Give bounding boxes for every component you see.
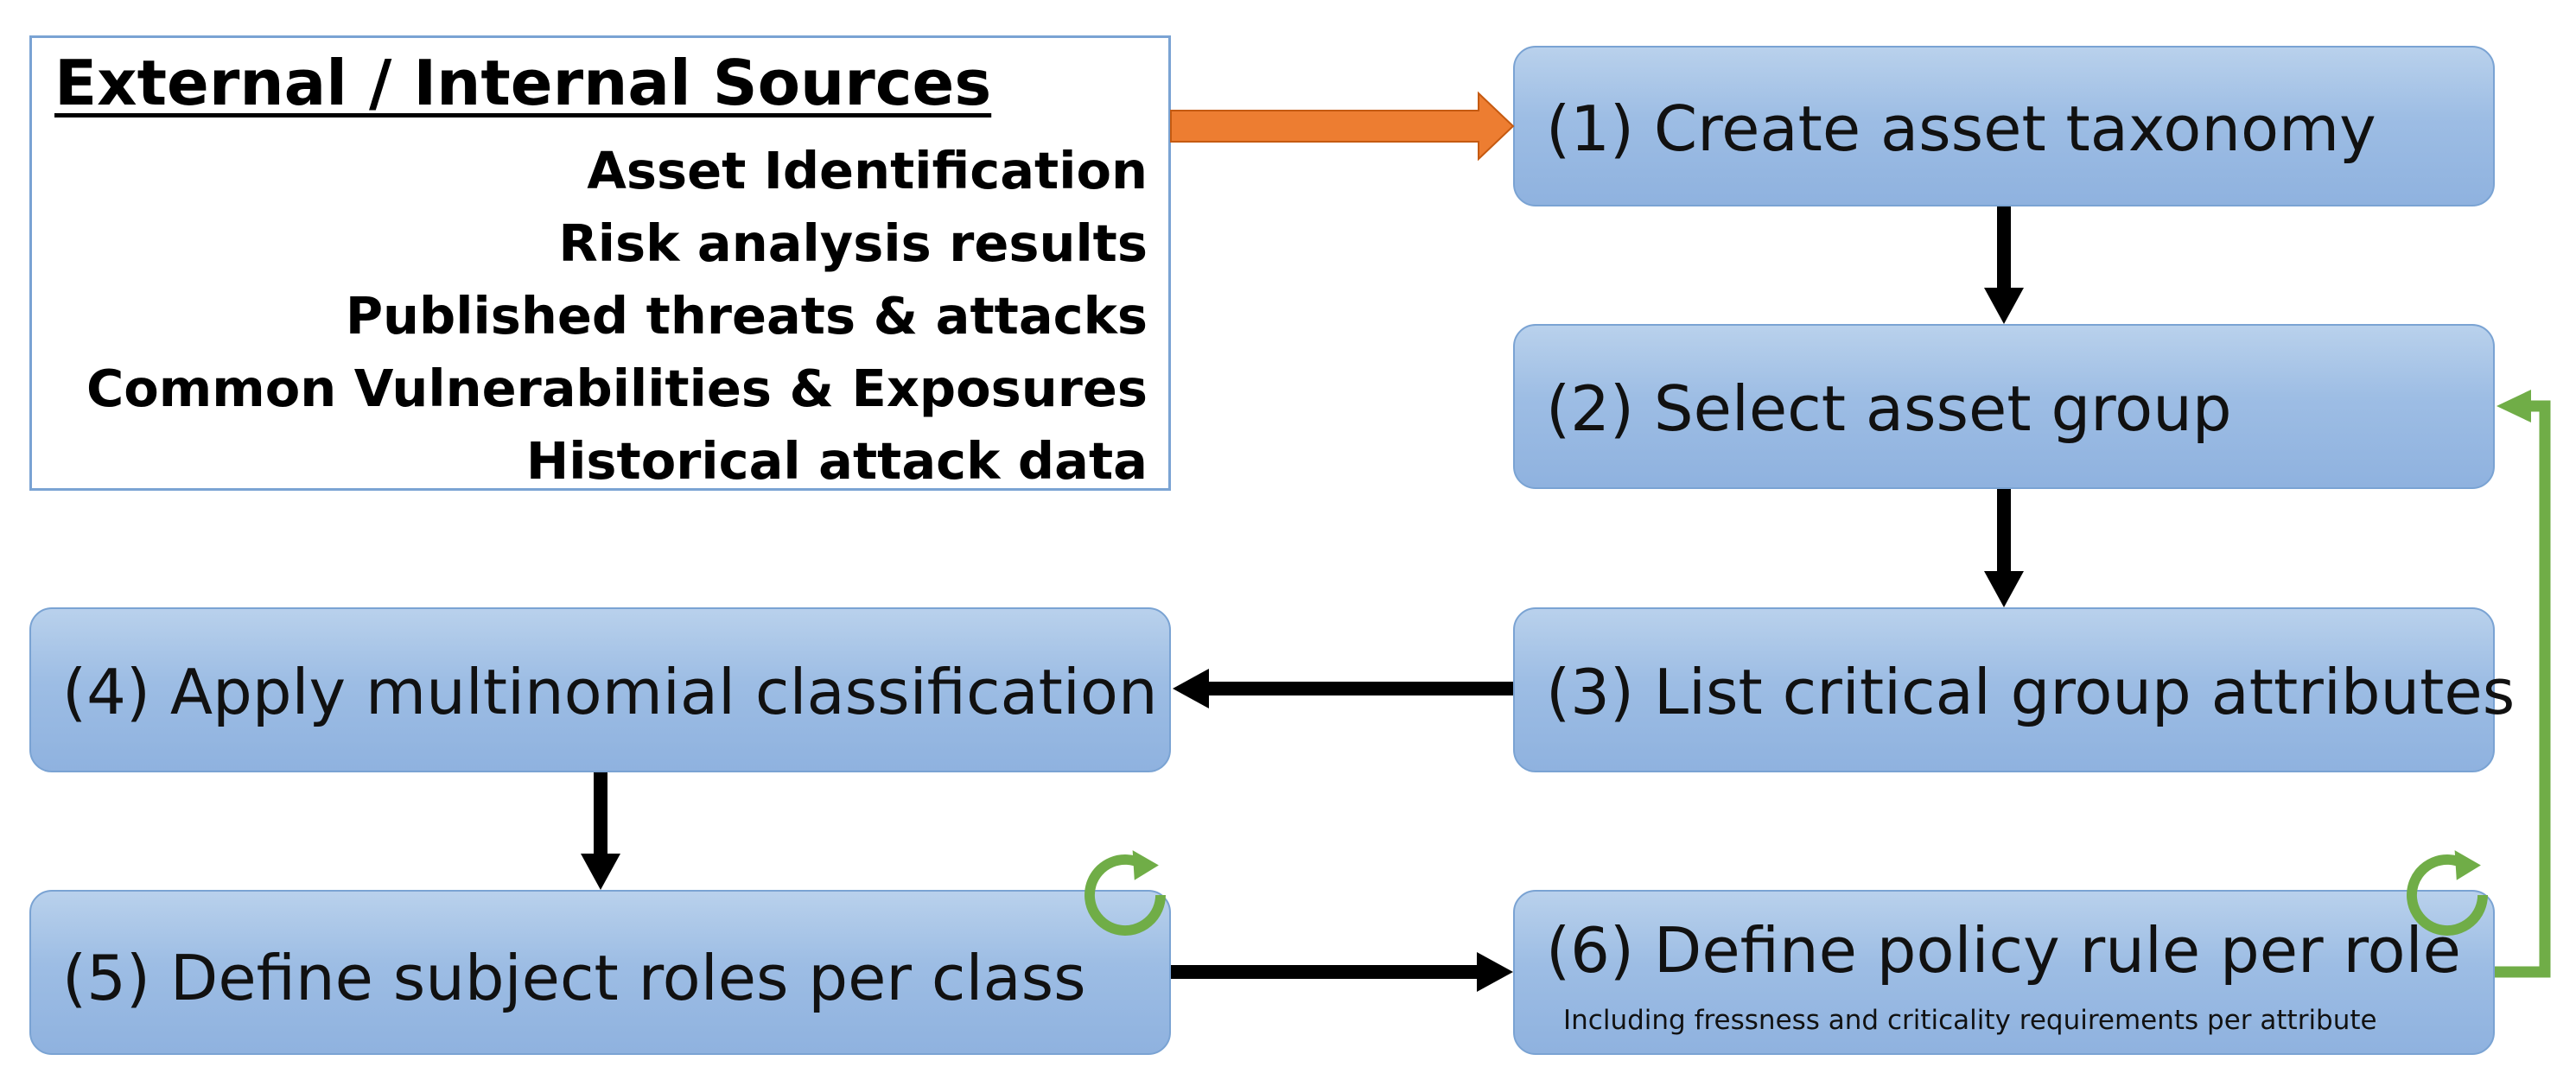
step-2-box: (2) Select asset group (1513, 324, 2495, 489)
sources-box: External / Internal Sources Asset Identi… (29, 35, 1171, 491)
sources-title: External / Internal Sources (54, 47, 992, 119)
source-item: Risk analysis results (558, 213, 1148, 273)
step-2-label: (2) Select asset group (1546, 372, 2232, 445)
step-4-box: (4) Apply multinomial classification (29, 607, 1171, 772)
step-1-label: (1) Create asset taxonomy (1546, 92, 2376, 165)
sources-to-step1-arrow (1170, 91, 1515, 162)
step-3-box: (3) List critical group attributes (1513, 607, 2515, 772)
step3-to-step4-arrow (1173, 669, 1513, 708)
refresh-cycle-icon (1084, 850, 1166, 936)
step-6-label: (6) Define policy rule per role (1546, 914, 2461, 987)
step-5-label: (5) Define subject roles per class (62, 942, 1086, 1014)
step-1-box: (1) Create asset taxonomy (1513, 46, 2495, 206)
sources-list: Asset Identification Risk analysis resul… (86, 135, 1148, 498)
step-3-label: (3) List critical group attributes (1546, 656, 2516, 728)
step-4-label: (4) Apply multinomial classification (62, 656, 1158, 728)
step-6-box: (6) Define policy rule per role Includin… (1513, 890, 2495, 1055)
step1-to-step2-arrow (1984, 206, 2024, 324)
source-item: Common Vulnerabilities & Exposures (86, 359, 1148, 418)
source-item: Historical attack data (525, 431, 1148, 491)
step2-to-step3-arrow (1984, 489, 2024, 607)
source-item: Asset Identification (587, 141, 1148, 200)
step6-to-step2-loop-arrow (2495, 390, 2551, 978)
step-6-sublabel: Including fressness and criticality requ… (1563, 1005, 2377, 1036)
source-item: Published threats & attacks (345, 286, 1148, 346)
refresh-cycle-icon (2407, 850, 2488, 936)
step4-to-step5-arrow (581, 772, 620, 890)
step5-to-step6-arrow (1171, 952, 1513, 992)
step-5-box: (5) Define subject roles per class (29, 890, 1171, 1055)
